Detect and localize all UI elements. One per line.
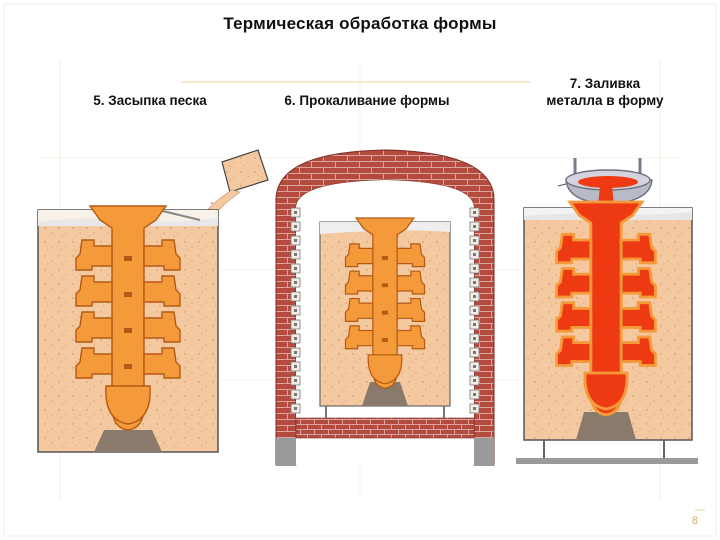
flask-step-5 (37, 149, 269, 453)
furnace-floor-bricks (295, 417, 475, 439)
furnace-vents-left (290, 207, 301, 414)
furnace-vents-right (469, 207, 480, 414)
pedestal (576, 412, 636, 440)
step-6-label: 6. Прокаливание формы (284, 93, 450, 108)
flask-step-7 (516, 158, 698, 464)
page-number: 8 (691, 515, 698, 527)
pedestal (94, 430, 162, 452)
furnace-leg-right (474, 438, 494, 466)
slide-title: Термическая обработка формы (223, 14, 497, 33)
furnace-leg-left (276, 438, 296, 466)
pedestal (362, 382, 408, 406)
flask-base-plate (516, 458, 698, 464)
step-5-label: 5. Засыпка песка (93, 93, 207, 108)
furnace-step-6 (275, 149, 495, 466)
step-7-label: 7. Заливка металла в форму (546, 76, 664, 108)
